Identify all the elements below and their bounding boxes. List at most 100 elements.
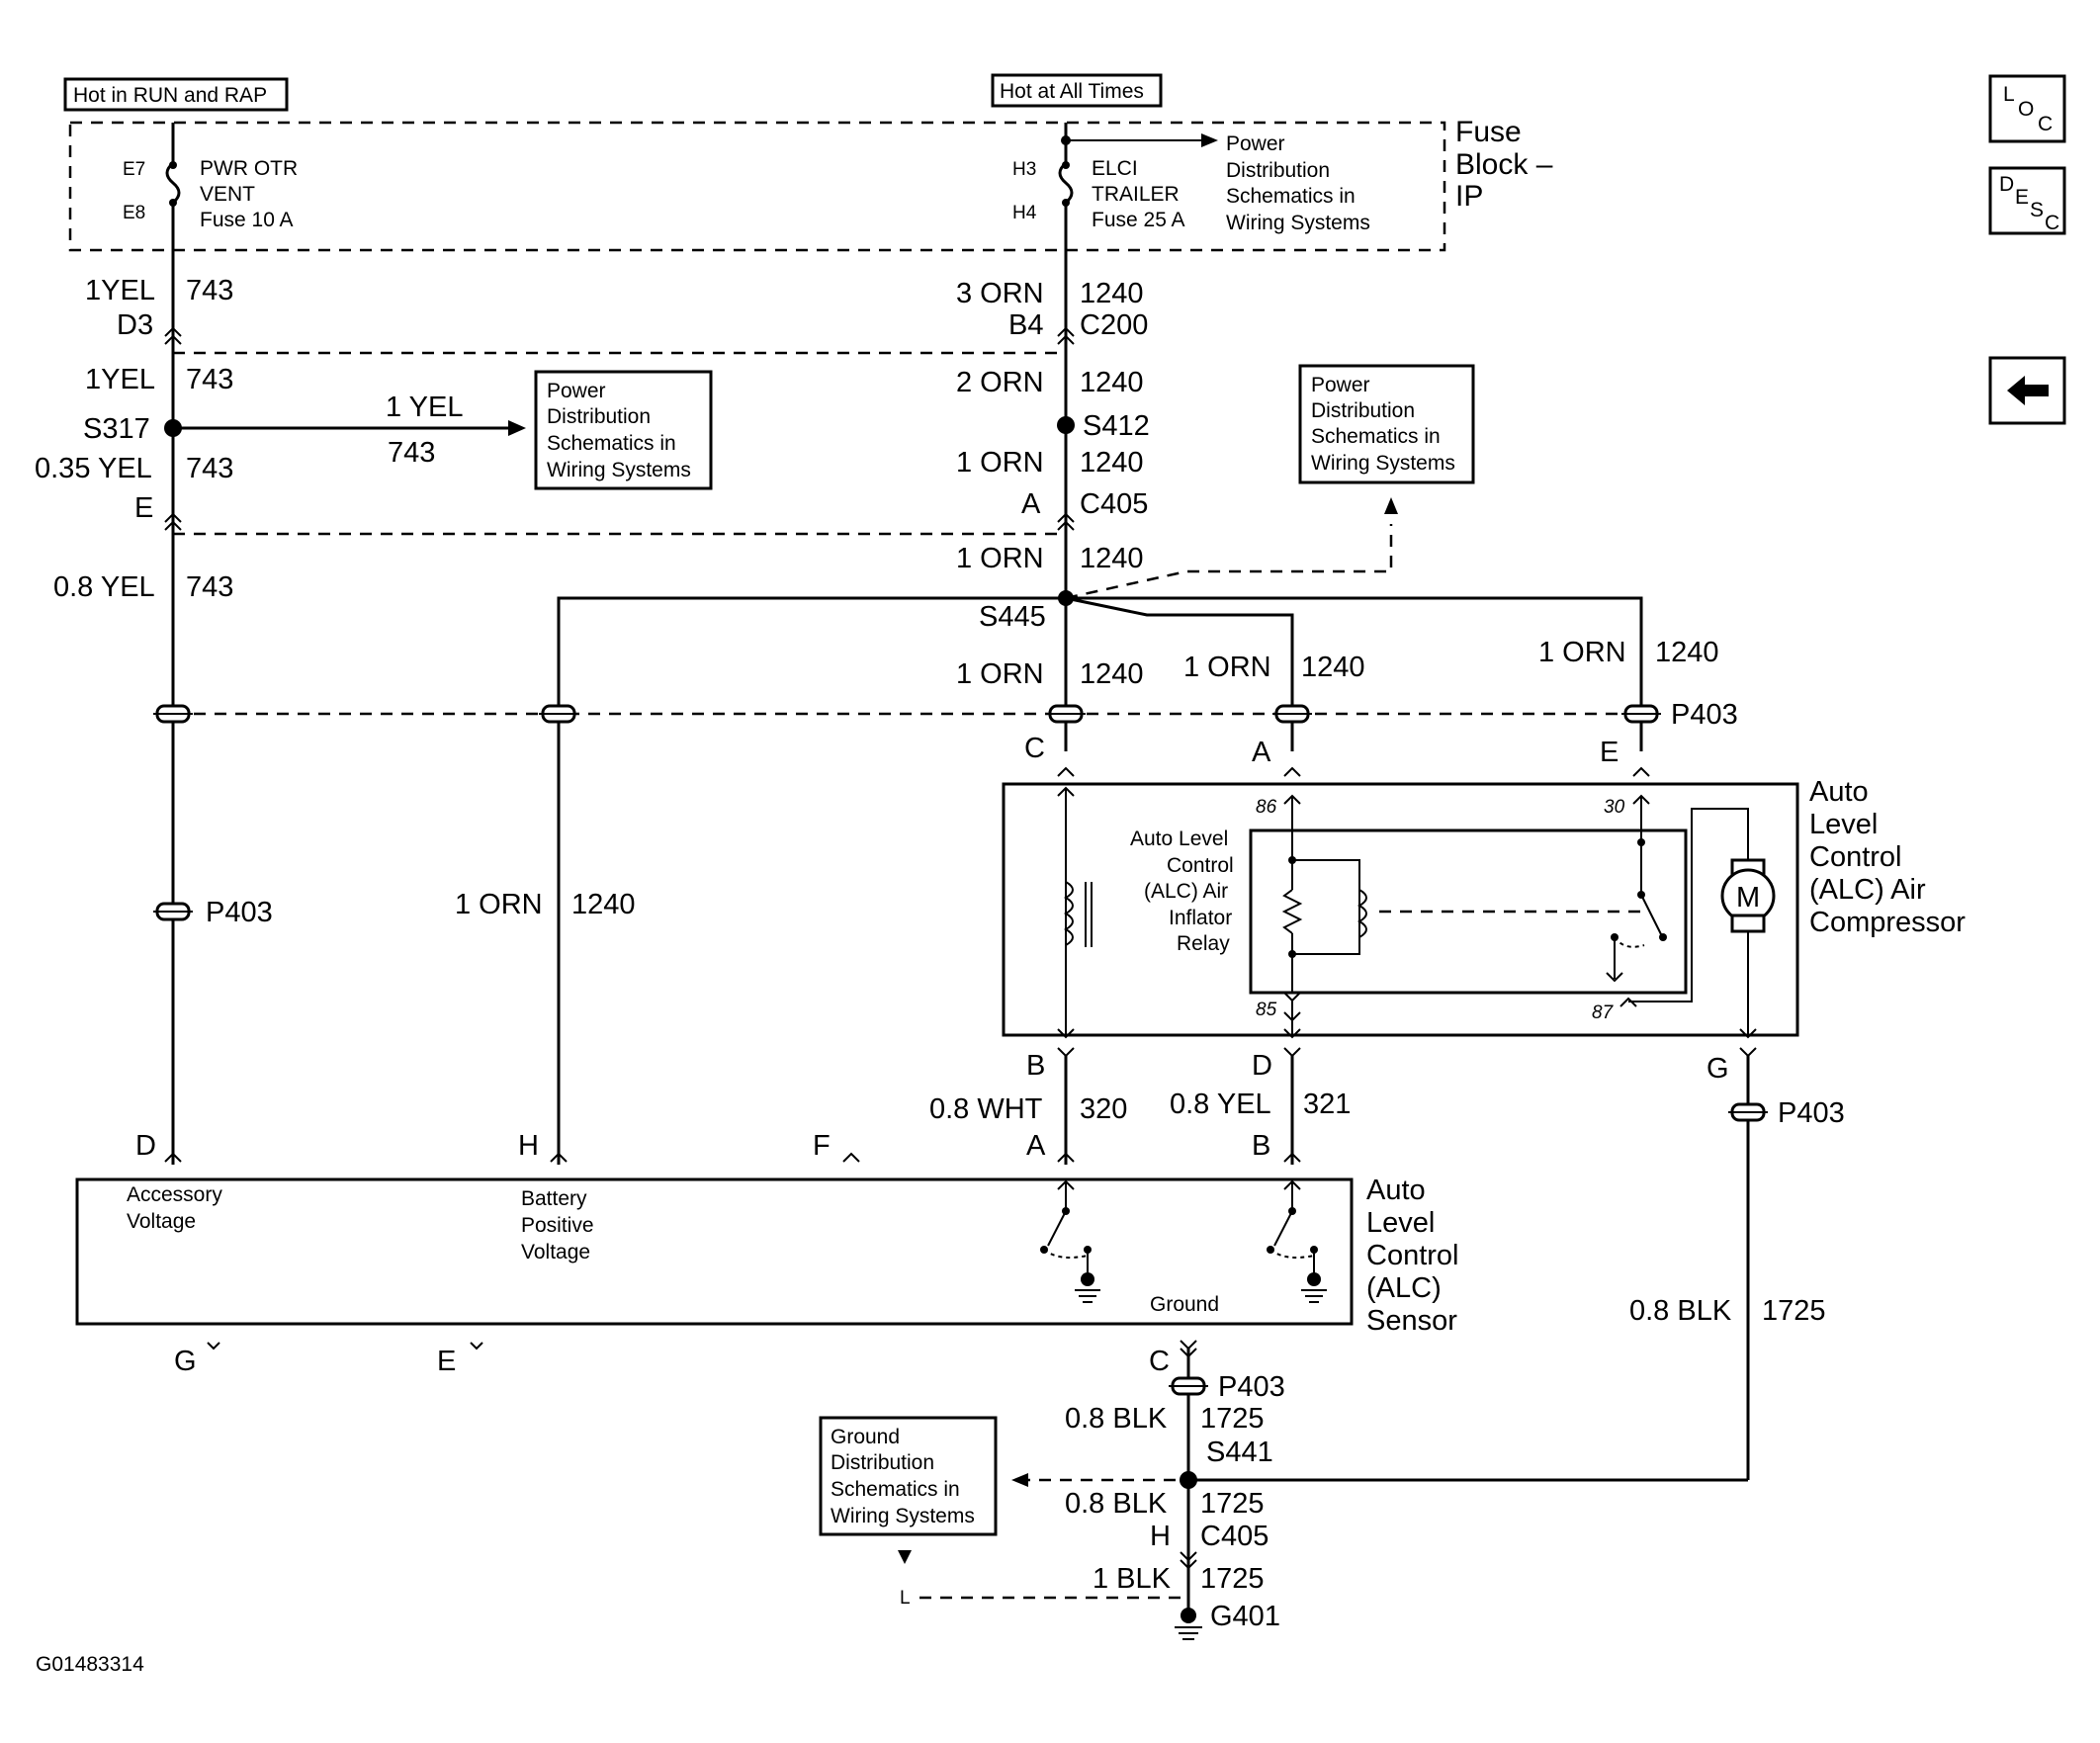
p403-icon-1 bbox=[153, 704, 193, 724]
fuse-elci-trailer: H3 H4 ELCI TRAILER Fuse 25 A Power Distr… bbox=[1012, 123, 1370, 250]
wire-circuit-320: 320 bbox=[1080, 1093, 1127, 1125]
wire-1240-relay-30 bbox=[1066, 596, 1643, 751]
loc-button[interactable]: L O C bbox=[1988, 74, 2066, 143]
ref-box-ground-line-3: Schematics in bbox=[831, 1478, 960, 1501]
connector-label-p403-row: P403 bbox=[1671, 699, 1738, 731]
splice-label-s441: S441 bbox=[1206, 1437, 1273, 1468]
pin-label-e-comp: E bbox=[1600, 737, 1619, 768]
loc-letter-c: C bbox=[2038, 113, 2053, 135]
wire-circuit-1725-c: 1725 bbox=[1200, 1563, 1265, 1595]
compressor-title-3: Control bbox=[1809, 841, 1902, 873]
wire-circuit-743-a: 743 bbox=[186, 275, 233, 306]
ref-box-2-line-1: Power bbox=[1311, 374, 1370, 396]
desc-letter-d: D bbox=[1999, 173, 2014, 196]
connector-e-icon bbox=[164, 512, 182, 531]
wire-label-08blk-b: 0.8 BLK bbox=[1065, 1488, 1168, 1520]
connector-label-p403-left: P403 bbox=[206, 897, 273, 928]
wire-label-1orn-a: 1 ORN bbox=[956, 447, 1044, 479]
wire-label-1orn-c: 1 ORN bbox=[956, 658, 1044, 690]
sensor-switch-a bbox=[1040, 1179, 1100, 1303]
sensor-title-3: Control bbox=[1366, 1240, 1459, 1271]
wire-circuit-1240-b: 1240 bbox=[1080, 367, 1144, 398]
desc-button[interactable]: D E S C bbox=[1988, 166, 2066, 235]
arrow-left-back-icon bbox=[2007, 376, 2049, 405]
wire-circuit-1725-comp: 1725 bbox=[1762, 1295, 1826, 1327]
ground-label-g401: G401 bbox=[1210, 1601, 1280, 1632]
wire-relay-87-motor bbox=[1628, 808, 1749, 1002]
pin-label-h-sensor: H bbox=[518, 1130, 539, 1162]
back-button[interactable] bbox=[1988, 356, 2066, 425]
arrow-up-icon bbox=[1384, 497, 1398, 514]
relay-pin-30: 30 bbox=[1604, 797, 1625, 818]
relay-label-3: (ALC) Air bbox=[1144, 880, 1228, 903]
motor-label: M bbox=[1736, 882, 1760, 914]
loc-letter-o: O bbox=[2018, 98, 2034, 121]
relay-pin-87: 87 bbox=[1592, 1002, 1615, 1023]
pin-label-b: B bbox=[1026, 1050, 1045, 1082]
hot-all-times-text: Hot at All Times bbox=[1000, 80, 1144, 103]
wire-circuit-1240-e: 1240 bbox=[1080, 658, 1144, 690]
pin-label-b-sensor: B bbox=[1252, 1130, 1270, 1162]
hot-in-run-label: Hot in RUN and RAP bbox=[63, 77, 289, 112]
wire-1240-relay-86 bbox=[1065, 596, 1294, 751]
wire-circuit-1240-d: 1240 bbox=[1080, 543, 1144, 574]
relay-label-5: Relay bbox=[1177, 932, 1230, 955]
p403-icon-4 bbox=[1272, 704, 1312, 724]
wire-label-2orn: 2 ORN bbox=[956, 367, 1044, 398]
sensor-title-4: (ALC) bbox=[1366, 1272, 1442, 1304]
relay-label-1: Auto Level bbox=[1130, 828, 1228, 850]
ref-label-l: L bbox=[900, 1588, 911, 1609]
sensor-box bbox=[75, 1177, 1354, 1326]
coil-icon bbox=[1063, 881, 1074, 946]
sensor-title-1: Auto bbox=[1366, 1175, 1426, 1206]
fuse-pwr-otr-vent: E7 E8 PWR OTR VENT Fuse 10 A bbox=[123, 123, 298, 250]
connector-label-d3: D3 bbox=[117, 309, 153, 341]
connector-label-a-c405: A bbox=[1021, 488, 1041, 520]
p403-icon-2 bbox=[539, 704, 578, 724]
compressor-title-4: (ALC) Air bbox=[1809, 874, 1926, 906]
ref-box-ground-line-4: Wiring Systems bbox=[831, 1505, 975, 1527]
sensor-switch-b bbox=[1267, 1179, 1327, 1303]
wire-label-08yel-b: 0.8 YEL bbox=[1170, 1089, 1271, 1120]
wire-circuit-1240-f: 1240 bbox=[1301, 652, 1365, 683]
connector-label-e: E bbox=[134, 492, 153, 524]
connector-label-c405-ground: C405 bbox=[1200, 1521, 1269, 1552]
connector-c200-icon bbox=[1057, 326, 1075, 345]
fuse-right-name-1: ELCI bbox=[1092, 157, 1138, 180]
connector-label-c405: C405 bbox=[1080, 488, 1148, 520]
fuse-block-title-3: IP bbox=[1455, 180, 1483, 213]
figure-id: G01483314 bbox=[36, 1653, 144, 1676]
ref-box-ground: Ground Distribution Schematics in Wiring… bbox=[819, 1416, 998, 1536]
arrow-right-icon bbox=[508, 420, 526, 436]
fuse-right-rating: Fuse 25 A bbox=[1092, 209, 1185, 231]
ref-box-1-line-3: Schematics in bbox=[547, 432, 676, 455]
fuse-left-name-1: PWR OTR bbox=[200, 157, 298, 180]
wire-label-1blk: 1 BLK bbox=[1093, 1563, 1172, 1595]
sensor-accessory-2: Voltage bbox=[127, 1210, 196, 1233]
pin-label-g-sensor: G bbox=[174, 1346, 197, 1377]
connector-p403-row bbox=[153, 704, 1661, 724]
hot-in-run-text: Hot in RUN and RAP bbox=[73, 84, 267, 107]
relay-label-2: Control bbox=[1167, 854, 1234, 877]
pin-label-a-sensor: A bbox=[1026, 1130, 1046, 1162]
fuse-left-cavity-top: E7 bbox=[123, 159, 145, 180]
sensor-title-5: Sensor bbox=[1366, 1305, 1457, 1337]
ref-box-power-2: Power Distribution Schematics in Wiring … bbox=[1298, 364, 1475, 484]
connector-label-b4: B4 bbox=[1008, 309, 1043, 341]
sensor-ground: Ground bbox=[1150, 1293, 1219, 1316]
wire-label-1orn-battery: 1 ORN bbox=[455, 889, 543, 920]
wire-circuit-743-d: 743 bbox=[186, 571, 233, 603]
ref-box-1-line-1: Power bbox=[547, 380, 606, 402]
desc-letter-s: S bbox=[2030, 199, 2044, 221]
desc-letter-c: C bbox=[2045, 212, 2059, 234]
splice-label-s317: S317 bbox=[83, 413, 150, 445]
wire-circuit-321: 321 bbox=[1303, 1089, 1351, 1120]
wire-label-1yel-a: 1YEL bbox=[85, 275, 155, 306]
pin-label-e-sensor: E bbox=[437, 1346, 456, 1377]
ref-box-2-line-3: Schematics in bbox=[1311, 425, 1441, 448]
wire-circuit-1240-g: 1240 bbox=[1655, 637, 1719, 668]
wire-circuit-1725-b: 1725 bbox=[1200, 1488, 1265, 1520]
p403-icon-comp bbox=[1728, 1102, 1768, 1122]
